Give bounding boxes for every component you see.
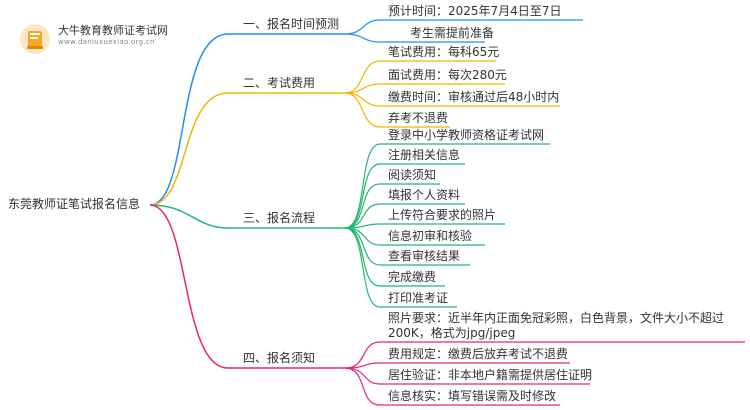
leaf-3-8: 完成缴费: [388, 270, 437, 284]
leaf-3-6: 信息初审和核验: [388, 229, 473, 243]
leaf-4-4: 信息核实：填写错误需及时修改: [388, 389, 557, 403]
leaf-4-1: 照片要求：近半年内正面免冠彩照，白色背景，文件大小不超过200K，格式为jpg/…: [388, 311, 725, 340]
branch-2-label: 二、考试费用: [243, 76, 316, 90]
leaf-3-9: 打印准考证: [388, 291, 449, 305]
logo-url: www.daniuxuexiao.org.cn: [58, 38, 155, 46]
link-branch-2: [149, 92, 229, 206]
leaf-3-5: 上传符合要求的照片: [388, 208, 497, 222]
link-leaf-2-4: [344, 92, 381, 128]
leaf-1-2: 考生需提前准备: [410, 26, 495, 40]
link-leaf-4-4: [344, 367, 381, 406]
link-leaf-2-1: [344, 60, 381, 94]
logo: 大牛教育教师证考试网 www.daniuxuexiao.org.cn: [18, 22, 218, 58]
leaf-4-2: 费用规定：缴费后放弃考试不退费: [388, 347, 569, 361]
link-leaf-3-2: [344, 163, 381, 229]
branch-4-label: 四、报名须知: [243, 351, 316, 365]
link-leaf-4-1: [344, 341, 381, 369]
logo-title: 大牛教育教师证考试网: [58, 24, 168, 37]
leaf-1-1: 预计时间：2025年7月4日至7日: [388, 4, 562, 18]
branch-3-label: 三、报名流程: [243, 211, 316, 225]
link-branch-4: [149, 204, 229, 369]
leaf-3-3: 阅读须知: [388, 168, 437, 182]
leaf-3-2: 注册相关信息: [388, 148, 461, 162]
root-node: 东莞教师证笔试报名信息: [8, 197, 141, 211]
link-leaf-3-9: [344, 227, 381, 308]
logo-book-icon: [20, 24, 50, 54]
leaf-3-4: 填报个人资料: [388, 188, 461, 202]
leaf-2-3: 缴费时间：审核通过后48小时内: [388, 90, 560, 104]
leaf-2-2: 面试费用：每次280元: [388, 68, 507, 82]
link-branch-3: [149, 204, 229, 229]
branch-1-label: 一、报名时间预测: [243, 17, 340, 31]
leaf-3-1: 登录中小学教师资格证考试网: [388, 128, 545, 142]
leaf-3-7: 查看审核结果: [388, 249, 461, 263]
link-leaf-2-3: [344, 92, 381, 107]
leaf-2-1: 笔试费用：每科65元: [388, 45, 500, 59]
link-branch-1: [149, 33, 229, 206]
link-leaf-4-3: [344, 367, 381, 385]
link-leaf-3-8: [344, 227, 381, 287]
link-leaf-1-1: [344, 19, 381, 35]
link-leaf-1-2: [344, 33, 381, 43]
leaf-4-3: 居住验证：非本地户籍需提供居住证明: [388, 368, 593, 382]
link-leaf-3-1: [344, 143, 381, 229]
link-leaf-3-7: [344, 227, 381, 266]
leaf-2-4: 弃考不退费: [388, 111, 449, 125]
